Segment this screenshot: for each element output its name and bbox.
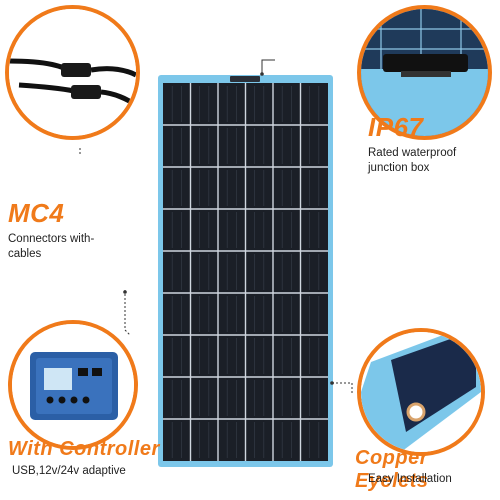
- solar-panel: [158, 75, 333, 467]
- copper-eyelet-icon: [361, 332, 481, 452]
- mc4-connector-photo: [5, 5, 140, 140]
- mc4-title: MC4: [8, 198, 65, 228]
- eyelets-line1: Easy Installation: [368, 473, 452, 485]
- ip67-title: IP67: [368, 112, 424, 142]
- junction-box-photo: [357, 5, 492, 140]
- junction-box: [230, 76, 260, 82]
- controller-photo: [8, 320, 138, 450]
- mc4-line2: cables: [8, 248, 42, 260]
- controller-title: With Controller: [8, 438, 160, 460]
- ip67-line2: junction box: [368, 162, 430, 174]
- solar-panel-graphic: [158, 75, 333, 467]
- eyelet-photo: [357, 328, 485, 456]
- controller-line1: USB,12v/24v adaptive: [12, 465, 126, 477]
- junction-box-icon: [361, 9, 488, 136]
- eyelets-title: Copper Eyelets: [355, 447, 429, 492]
- mc4-connector-icon: [9, 9, 136, 136]
- charge-controller-icon: [12, 324, 134, 446]
- mc4-line1: Connectors with-: [8, 233, 95, 245]
- cell-grid: [163, 83, 328, 461]
- ip67-line1: Rated waterproof: [368, 147, 457, 159]
